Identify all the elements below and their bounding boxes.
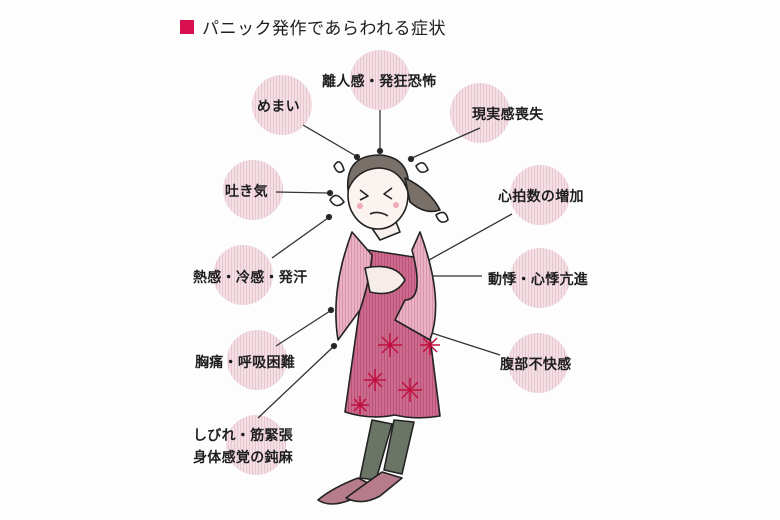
symptom-numbness: しびれ・筋緊張 身体感覚の鈍麻 (193, 425, 293, 469)
symptom-palpitations: 動悸・心悸亢進 (488, 272, 589, 288)
diagram-title: パニック発作であらわれる症状 (180, 14, 446, 39)
title-text: パニック発作であらわれる症状 (202, 19, 446, 39)
title-marker (180, 19, 194, 34)
symptom-derealization: 現実感喪失 (472, 107, 544, 123)
woman-figure (317, 154, 449, 505)
symptom-nausea: 吐き気 (225, 184, 268, 200)
symptom-bubbles (213, 50, 570, 475)
symptom-hot-cold-sweat: 熱感・冷感・発汗 (193, 270, 308, 286)
symptom-heart-rate: 心拍数の増加 (498, 189, 584, 205)
symptom-numbness-line2: 身体感覚の鈍麻 (193, 450, 294, 466)
symptom-dizziness: めまい (257, 99, 300, 115)
leader-lines (257, 110, 513, 419)
symptom-chest-pain: 胸痛・呼吸困難 (195, 355, 296, 371)
symptom-depersonalization: 離人感・発狂恐怖 (322, 74, 437, 90)
symptom-abdominal: 腹部不快感 (500, 357, 572, 373)
symptom-numbness-line1: しびれ・筋緊張 (193, 428, 294, 444)
